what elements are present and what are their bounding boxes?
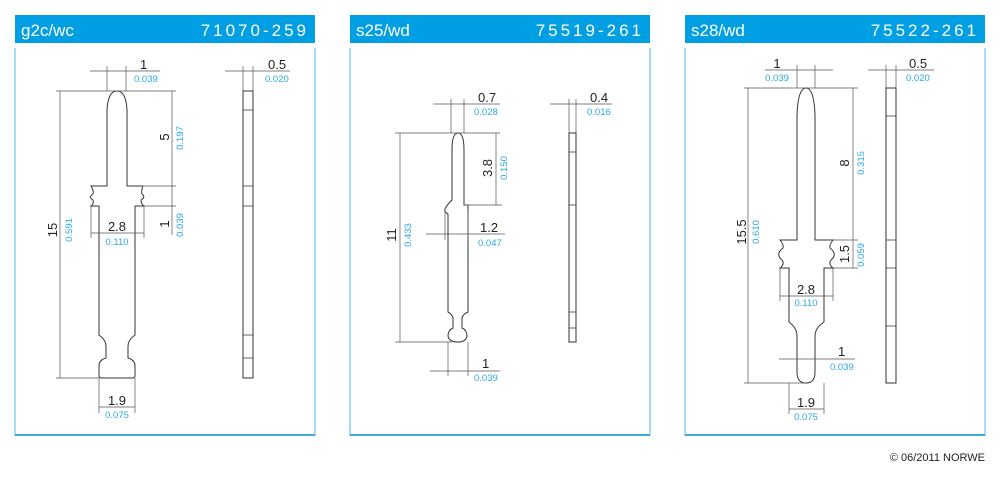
- pin-front-view: [89, 90, 146, 379]
- copyright: © 06/2011 NORWE: [890, 452, 985, 464]
- part-number: 75522-261: [871, 21, 979, 40]
- dim-collar-in: 0.059: [856, 243, 867, 267]
- panel-header: [685, 15, 985, 43]
- dim-collar-mm: 1: [157, 220, 172, 227]
- pin-side-view: [242, 90, 254, 379]
- dimension-lines: [56, 66, 290, 413]
- panel-name: s28/wd: [691, 21, 745, 40]
- dim-body-width-mm: 1.2: [480, 220, 498, 235]
- dim-collar-width-mm: 2.8: [108, 219, 126, 234]
- dim-tail-width-in: 0.039: [830, 362, 854, 373]
- pin-side-view: [568, 132, 577, 343]
- dim-collar-width-in: 0.110: [794, 298, 817, 309]
- dim-tip-width-in: 0.039: [765, 73, 789, 84]
- panel-frame: [684, 48, 986, 436]
- pin-front-view: [778, 87, 835, 384]
- dim-base-width-mm: 1: [482, 356, 489, 371]
- dim-length-mm: 15: [45, 223, 60, 237]
- dim-tail-width-mm: 1: [838, 344, 845, 359]
- dim-length-in: 0.591: [64, 218, 75, 242]
- dim-tip-width-in: 0.028: [474, 107, 498, 118]
- panel-s28-wd: s28/wd 75522-261 1 0.039 15.5 0.610 8 0.…: [684, 15, 986, 436]
- dimension-lines: [395, 99, 612, 376]
- dim-length-in: 0.610: [751, 220, 762, 244]
- dim-collar-mm: 1.5: [837, 245, 852, 263]
- dim-body-width-mm: 1.9: [797, 395, 815, 410]
- dim-length-mm: 15.5: [734, 219, 749, 244]
- dim-tip-width-in: 0.039: [134, 74, 158, 85]
- dim-tip-width-mm: 1: [773, 56, 780, 71]
- pin-front-view: [444, 132, 469, 343]
- dim-thickness-in: 0.020: [265, 74, 289, 85]
- dim-collar-width-mm: 2.8: [797, 282, 815, 297]
- dim-body-width-in: 0.047: [478, 238, 502, 249]
- dim-collar-in: 0.039: [175, 213, 186, 237]
- panel-g2c-wc: g2c/wc 71070-259 1 0.039 15 0.591 5 0.19…: [14, 15, 316, 436]
- panel-header: [15, 15, 315, 43]
- dim-thickness-mm: 0.5: [268, 57, 286, 72]
- dim-tip-length-in: 0.315: [856, 151, 867, 175]
- dim-thickness-mm: 0.4: [590, 90, 608, 105]
- pin-side-view: [885, 87, 897, 384]
- dim-tip-length-mm: 3.8: [480, 159, 495, 177]
- dim-length-in: 0.433: [403, 223, 414, 247]
- dim-thickness-in: 0.016: [587, 107, 611, 118]
- dim-tip-length-in: 0.197: [175, 126, 186, 150]
- dim-length-mm: 11: [384, 228, 399, 242]
- dim-base-width-in: 0.039: [474, 373, 498, 384]
- dimension-lines: [744, 65, 934, 414]
- panel-s25-wd: s25/wd 75519-261 0.7 0.028 11 0.433 3.8 …: [349, 15, 651, 436]
- dim-thickness-in: 0.020: [906, 73, 930, 84]
- dim-tip-length-mm: 8: [837, 159, 852, 166]
- panel-header: [350, 15, 650, 43]
- part-number: 71070-259: [201, 21, 309, 40]
- dim-base-width-mm: 1.9: [108, 393, 126, 408]
- dim-base-width-in: 0.075: [105, 410, 129, 421]
- dim-tip-width-mm: 1: [140, 57, 147, 72]
- dim-thickness-mm: 0.5: [909, 56, 927, 71]
- dim-collar-width-in: 0.110: [105, 237, 128, 248]
- dim-tip-width-mm: 0.7: [478, 90, 496, 105]
- dim-tip-length-mm: 5: [157, 133, 172, 140]
- panel-name: g2c/wc: [21, 21, 74, 40]
- dim-body-width-in: 0.075: [794, 412, 818, 423]
- panel-name: s25/wd: [356, 21, 410, 40]
- part-number: 75519-261: [536, 21, 644, 40]
- dim-tip-length-in: 0.150: [499, 156, 510, 180]
